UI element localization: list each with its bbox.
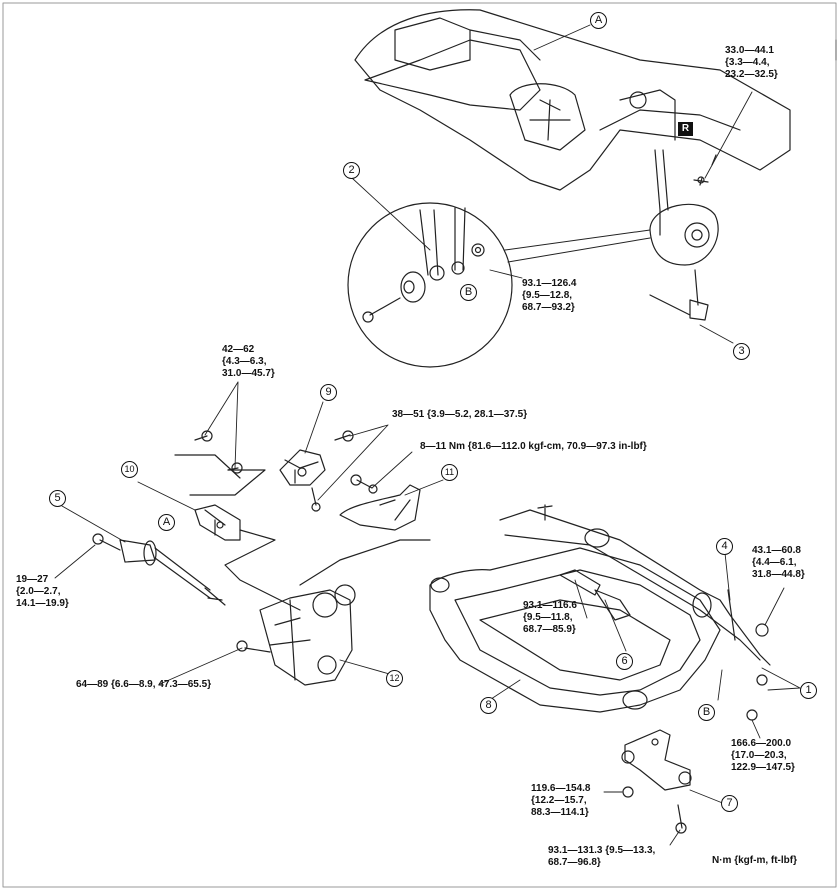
torque-plate-bolt: 93.1—131.3 {9.5—13.3, 68.7—96.8} xyxy=(548,845,656,868)
torque-knuckle-nut: 33.0—44.1 {3.3—4.4, 23.2—32.5} xyxy=(725,45,778,80)
callout-2: 2 xyxy=(343,162,360,179)
callout-b-arm: B xyxy=(698,704,715,721)
tie-rod-5 xyxy=(92,533,226,606)
mount-bracket-10 xyxy=(194,504,241,541)
callout-3: 3 xyxy=(733,343,750,360)
torque-subframe-bolt: 166.6—200.0 {17.0—20.3, 122.9—147.5} xyxy=(731,738,795,773)
callout-8: 8 xyxy=(480,697,497,714)
steering-knuckle xyxy=(649,149,719,321)
detail-circle xyxy=(347,202,651,368)
callout-4: 4 xyxy=(716,538,733,555)
torque-link-nut: 93.1—126.4 {9.5—12.8, 68.7—93.2} xyxy=(522,278,577,313)
power-steering-pump-12 xyxy=(236,584,356,686)
torque-tie-rod-bolt: 19—27 {2.0—2.7, 14.1—19.9} xyxy=(16,574,69,609)
mount-bracket-9 xyxy=(194,430,354,512)
replace-mark-r: R xyxy=(678,122,693,136)
torque-arm-bushing: 93.1—116.6 {9.5—11.8, 68.7—85.9} xyxy=(523,600,577,635)
callout-7: 7 xyxy=(721,795,738,812)
torque-mount-bolts-upper: 42—62 {4.3—6.3, 31.0—45.7} xyxy=(222,344,275,379)
callout-5: 5 xyxy=(49,490,66,507)
torque-stabilizer-nut: 43.1—60.8 {4.4—6.1, 31.8—44.8} xyxy=(752,545,805,580)
callout-12: 12 xyxy=(386,670,403,687)
torque-bracket-11-bolt: 8—11 Nm {81.6—112.0 kgf-cm, 70.9—97.3 in… xyxy=(420,441,647,452)
body-assembly-a xyxy=(354,9,791,191)
bracket-11 xyxy=(339,474,421,531)
control-arm-assembly xyxy=(499,504,771,721)
callout-a-mount: A xyxy=(158,514,175,531)
reference-lines xyxy=(174,454,431,611)
callout-6: 6 xyxy=(616,653,633,670)
callout-9: 9 xyxy=(320,384,337,401)
units-note: N·m {kgf-m, ft-lbf} xyxy=(712,855,797,866)
callout-a-top: A xyxy=(590,12,607,29)
callout-b-detail: B xyxy=(460,284,477,301)
torque-bracket-9-bolts: 38—51 {3.9—5.2, 28.1—37.5} xyxy=(392,409,528,420)
callout-10: 10 xyxy=(121,461,138,478)
support-plate-7 xyxy=(621,729,692,834)
callout-11: 11 xyxy=(441,464,458,481)
torque-plate-nut: 119.6—154.8 {12.2—15.7, 88.3—114.1} xyxy=(531,783,591,818)
torque-pump-bolt: 64—89 {6.6—8.9, 47.3—65.5} xyxy=(76,679,212,690)
callout-1: 1 xyxy=(800,682,817,699)
leader-lines xyxy=(54,24,801,846)
